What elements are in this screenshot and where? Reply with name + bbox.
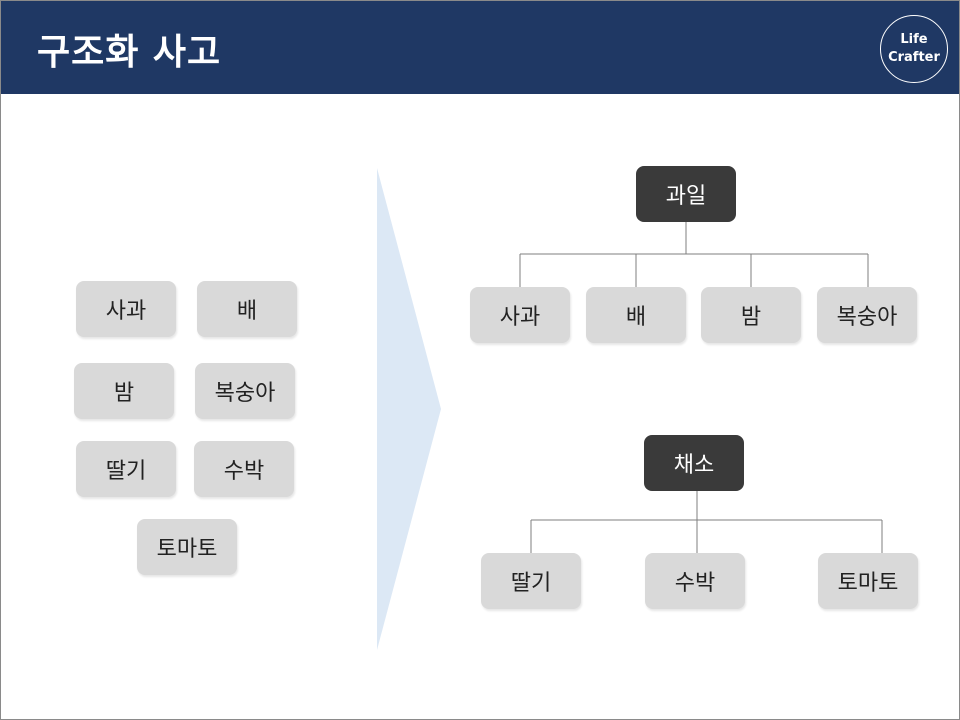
page-title: 구조화 사고 bbox=[37, 32, 222, 73]
vegetable-child: 딸기 bbox=[481, 553, 581, 609]
item-box: 밤 bbox=[74, 363, 174, 419]
item-box: 복숭아 bbox=[195, 363, 295, 419]
vegetable-child: 토마토 bbox=[818, 553, 918, 609]
fruit-child: 복숭아 bbox=[817, 287, 917, 343]
category-fruit: 과일 bbox=[636, 166, 736, 222]
logo-line-2: Crafter bbox=[888, 50, 940, 65]
fruit-child: 배 bbox=[586, 287, 686, 343]
item-box: 딸기 bbox=[76, 441, 176, 497]
fruit-child: 사과 bbox=[470, 287, 570, 343]
item-box: 사과 bbox=[76, 281, 176, 337]
arrow-right-shape bbox=[377, 168, 441, 650]
fruit-child: 밤 bbox=[701, 287, 801, 343]
logo-line-1: Life bbox=[900, 32, 928, 47]
category-vegetable: 채소 bbox=[644, 435, 744, 491]
item-box: 수박 bbox=[194, 441, 294, 497]
vegetable-child: 수박 bbox=[645, 553, 745, 609]
life-crafter-logo: Life Crafter bbox=[880, 15, 948, 83]
item-box: 토마토 bbox=[137, 519, 237, 575]
item-box: 배 bbox=[197, 281, 297, 337]
header-bar: 구조화 사고 Life Crafter bbox=[1, 1, 959, 94]
